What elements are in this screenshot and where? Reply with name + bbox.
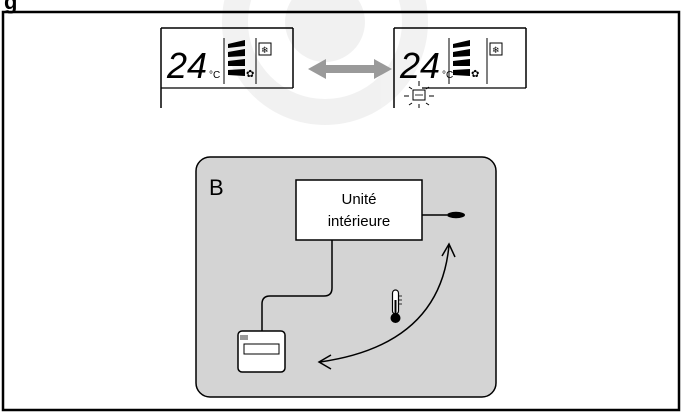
fan-icon: ✿ bbox=[471, 69, 479, 80]
lcd-unit: °C bbox=[209, 70, 220, 81]
fan-icon: ✿ bbox=[246, 69, 254, 80]
lcd-display-before: 24 °C ✿ ❄ bbox=[160, 27, 294, 108]
indoor-unit-label-line2: intérieure bbox=[328, 213, 391, 230]
lcd-temperature: 24 bbox=[166, 45, 207, 86]
indoor-unit-label-line1: Unité bbox=[341, 191, 376, 208]
svg-text:❄: ❄ bbox=[261, 45, 269, 55]
snowflake-icon: ❄ bbox=[489, 42, 503, 56]
watermark-logo bbox=[222, 0, 428, 125]
svg-text:❄: ❄ bbox=[492, 45, 500, 55]
sensor-probe-icon bbox=[422, 211, 465, 219]
fan-speed-icon bbox=[453, 40, 470, 76]
remote-controller-icon bbox=[237, 330, 286, 373]
lcd-temperature: 24 bbox=[399, 45, 440, 86]
figure-frame bbox=[1, 10, 681, 412]
curved-arrow bbox=[317, 242, 456, 370]
lcd-display-after: 24 °C ✿ ❄ bbox=[393, 27, 527, 108]
fan-speed-icon bbox=[228, 40, 245, 76]
header-title: g bbox=[4, 0, 17, 14]
snowflake-icon: ❄ bbox=[258, 42, 272, 56]
remote-sensor-blinking-icon bbox=[404, 81, 434, 108]
thermometer-icon bbox=[390, 289, 402, 323]
panel-label: B bbox=[209, 175, 224, 200]
double-arrow bbox=[308, 59, 392, 79]
lcd-unit: °C bbox=[442, 70, 453, 81]
indoor-unit-box bbox=[295, 179, 423, 241]
connection-cable bbox=[261, 240, 333, 331]
